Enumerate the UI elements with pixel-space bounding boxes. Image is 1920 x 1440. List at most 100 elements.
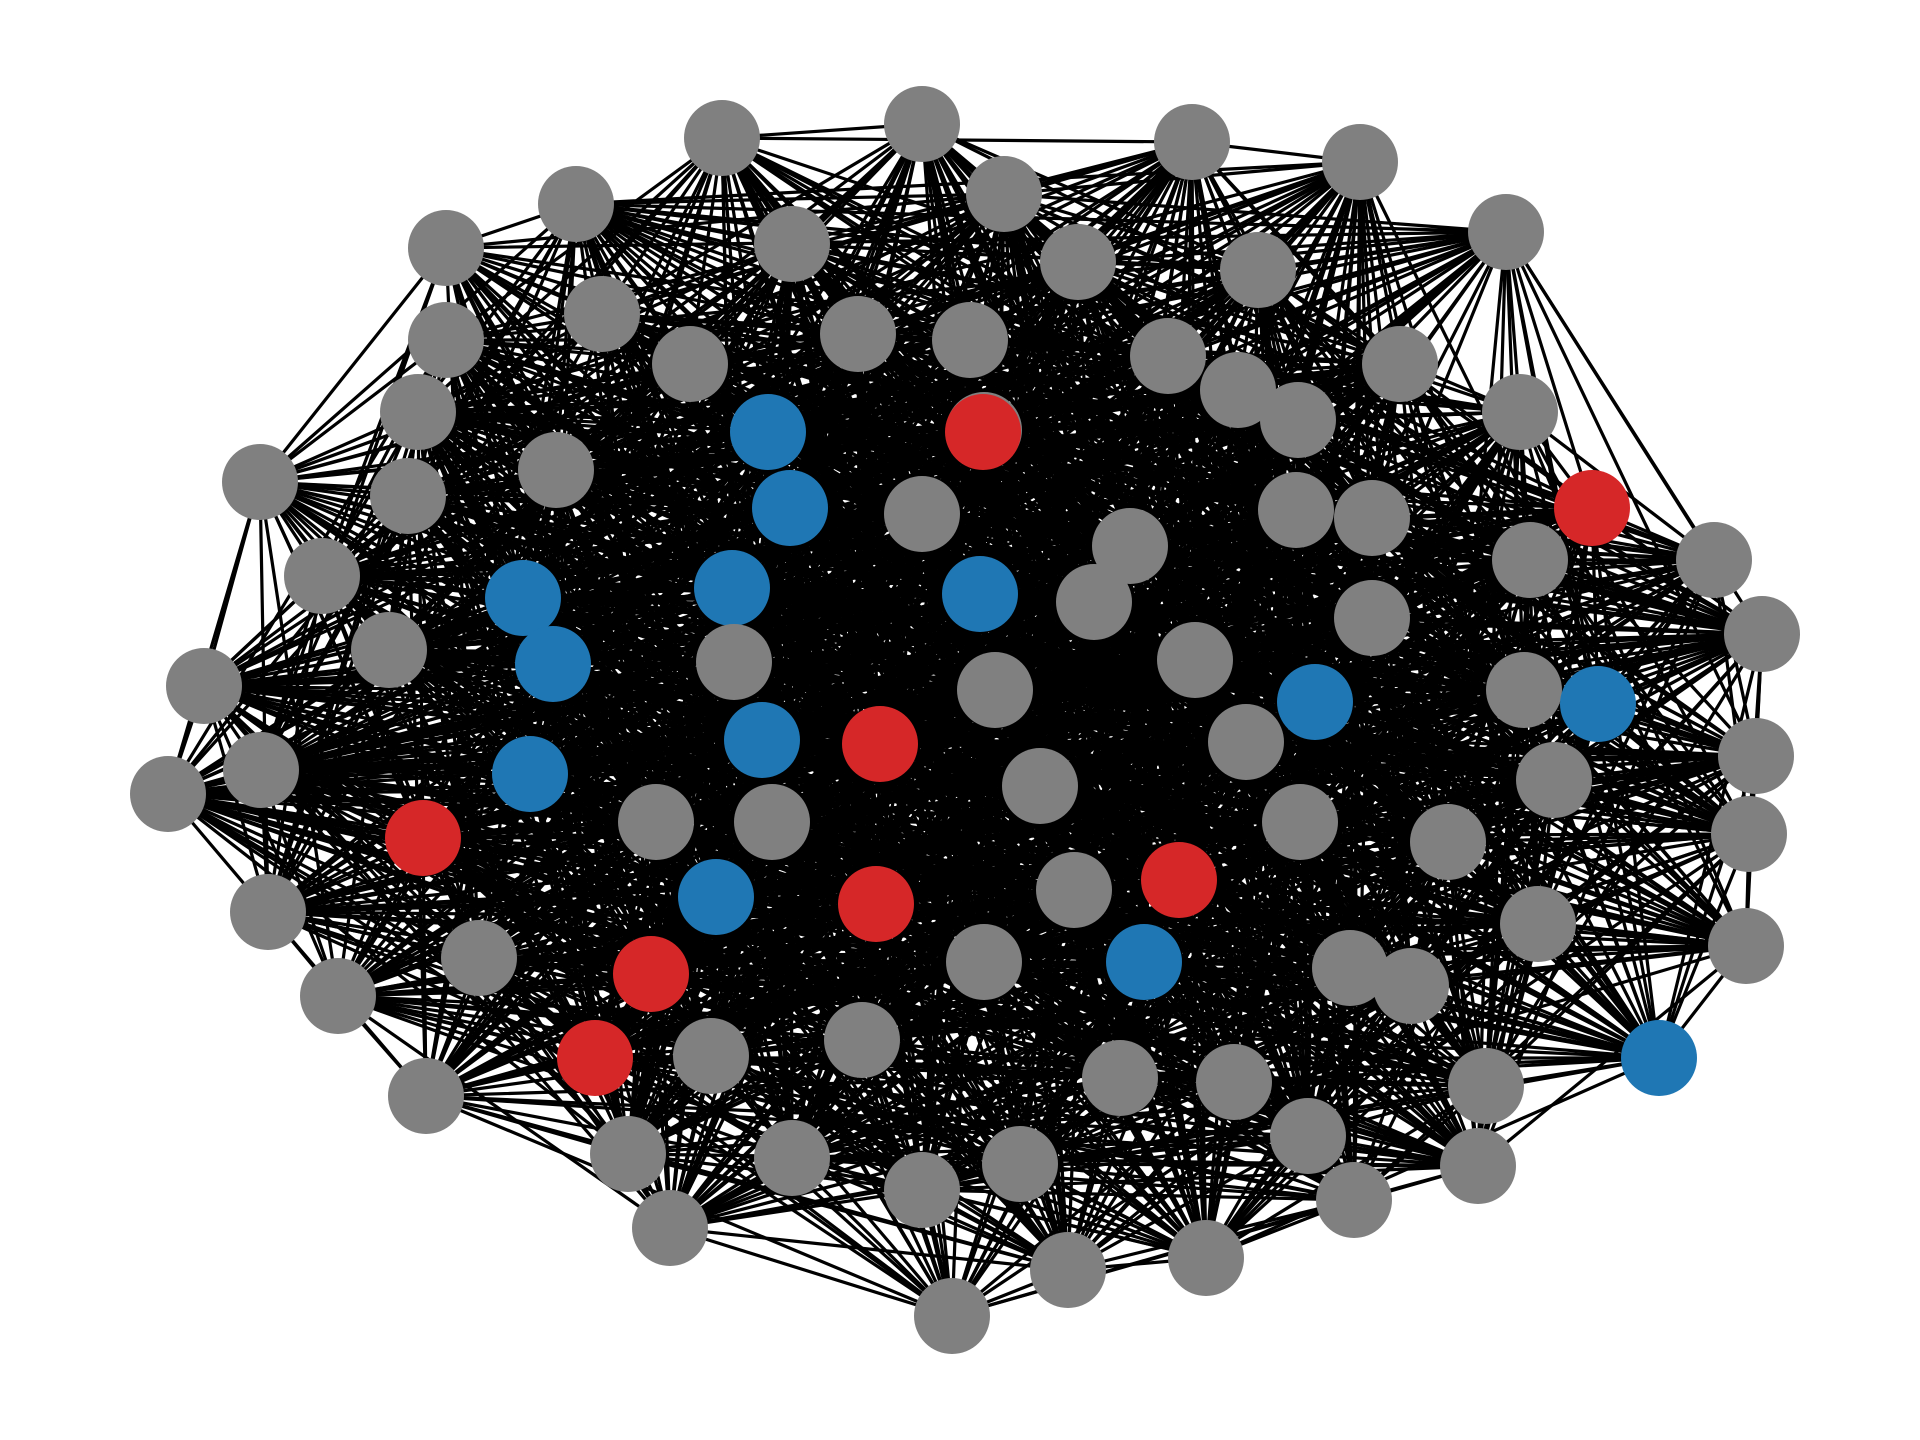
graph-node-blue: [694, 550, 770, 626]
graph-node: [1322, 124, 1398, 200]
graph-node: [1030, 1232, 1106, 1308]
graph-edge: [878, 742, 1450, 844]
graph-node: [1157, 622, 1233, 698]
graph-node: [1448, 1048, 1524, 1124]
graph-node: [1092, 508, 1168, 584]
graph-edge: [258, 246, 448, 484]
graph-node: [1002, 748, 1078, 824]
node-layer: [130, 86, 1800, 1354]
graph-edge: [416, 160, 1362, 414]
graph-node: [1410, 804, 1486, 880]
graph-node: [1260, 382, 1336, 458]
graph-node: [1312, 930, 1388, 1006]
graph-node: [538, 166, 614, 242]
graph-edge: [1002, 192, 1260, 272]
graph-edge: [593, 960, 986, 1060]
graph-edge: [1204, 922, 1540, 1260]
graph-edge: [421, 820, 1302, 840]
graph-node: [1270, 1098, 1346, 1174]
graph-node: [1200, 352, 1276, 428]
graph-edge: [1076, 230, 1508, 264]
graph-edge: [993, 688, 1317, 704]
graph-node: [370, 458, 446, 534]
graph-node-blue: [1621, 1020, 1697, 1096]
graph-edge: [1018, 966, 1352, 1166]
graph-node-red: [842, 706, 918, 782]
graph-edge: [266, 910, 1413, 988]
graph-node: [1362, 326, 1438, 402]
graph-edge: [336, 994, 1661, 1060]
graph-node: [884, 476, 960, 552]
graph-node: [300, 958, 376, 1034]
graph-node: [518, 432, 594, 508]
graph-node: [1482, 374, 1558, 450]
graph-node: [696, 624, 772, 700]
graph-node-blue: [492, 736, 568, 812]
graph-edge: [920, 820, 1302, 1192]
graph-edge: [649, 972, 672, 1230]
graph-edge: [1092, 600, 1374, 620]
graph-edge: [266, 895, 718, 914]
graph-node: [754, 206, 830, 282]
graph-node: [1208, 704, 1284, 780]
graph-node-blue: [485, 560, 561, 636]
graph-edge: [258, 338, 448, 484]
graph-node: [618, 784, 694, 860]
graph-edge: [1446, 840, 1748, 948]
graph-node: [380, 374, 456, 450]
graph-node: [1676, 522, 1752, 598]
graph-edge: [668, 1226, 954, 1318]
graph-node: [673, 1018, 749, 1094]
graph-node: [1516, 742, 1592, 818]
graph-edge: [421, 836, 428, 1098]
graph-node-blue: [1560, 666, 1636, 742]
graph-node: [1168, 1220, 1244, 1296]
graph-edge: [766, 354, 1170, 434]
graph-node: [230, 874, 306, 950]
graph-edge: [258, 430, 770, 484]
graph-node-blue: [515, 626, 591, 702]
graph-node: [222, 444, 298, 520]
graph-edge: [444, 338, 1300, 422]
graph-node-red: [1141, 842, 1217, 918]
graph-edge: [593, 902, 878, 1060]
graph-edge: [1409, 984, 1661, 1060]
graph-node-red: [557, 1020, 633, 1096]
graph-edge: [1018, 1134, 1310, 1166]
graph-edge: [320, 468, 558, 578]
graph-node: [754, 1120, 830, 1196]
graph-node: [734, 784, 810, 860]
graph-node: [684, 100, 760, 176]
graph-node: [1708, 908, 1784, 984]
graph-node-blue: [942, 556, 1018, 632]
graph-edge: [166, 480, 262, 796]
graph-edge: [166, 792, 1302, 824]
graph-node: [1440, 1128, 1516, 1204]
graph-edge: [202, 592, 982, 688]
graph-node: [982, 1126, 1058, 1202]
graph-edge: [336, 820, 774, 998]
graph-edge: [730, 430, 985, 590]
graph-edge: [166, 792, 630, 1156]
graph-edge: [259, 600, 1096, 772]
graph-edge: [202, 586, 734, 688]
graph-node: [1262, 784, 1338, 860]
graph-node: [130, 756, 206, 832]
graph-edge: [444, 192, 1006, 250]
graph-node: [884, 86, 960, 162]
graph-node: [1056, 564, 1132, 640]
graph-node: [1500, 886, 1576, 962]
graph-node: [1486, 652, 1562, 728]
graph-edge: [1166, 354, 1402, 366]
graph-edge: [266, 820, 658, 914]
graph-node: [1492, 522, 1568, 598]
graph-edge: [982, 960, 1070, 1272]
graph-edge: [982, 960, 1236, 1084]
graph-edge: [202, 684, 1317, 704]
graph-edge: [166, 648, 391, 796]
graph-edge: [878, 742, 1758, 758]
graph-node: [1468, 194, 1544, 270]
graph-node-red: [385, 800, 461, 876]
graph-node: [284, 538, 360, 614]
